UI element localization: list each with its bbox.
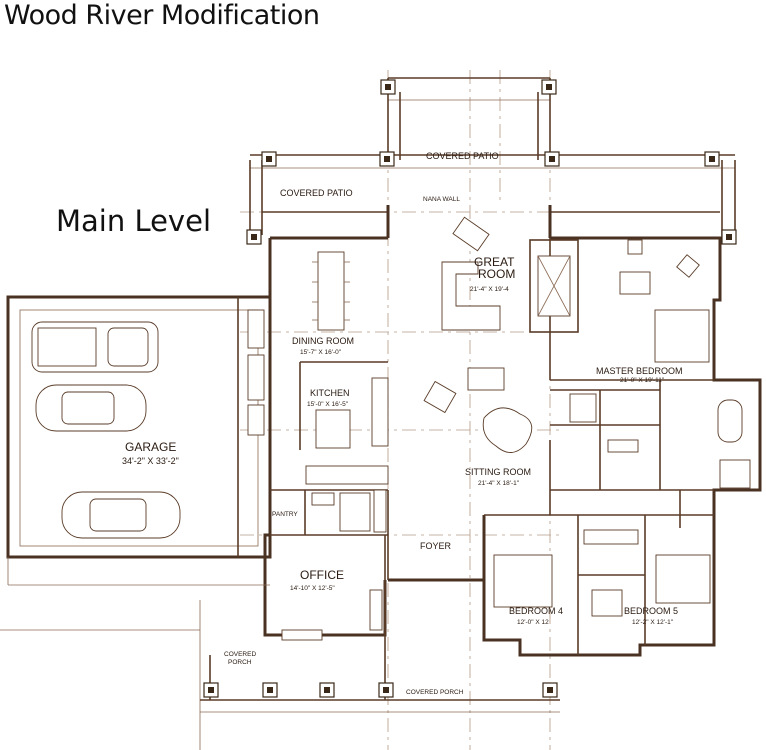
posts xyxy=(203,79,737,698)
dims-garage: 34'-2" X 33'-2" xyxy=(122,456,179,466)
pantry-bath-fixtures xyxy=(311,489,387,533)
label-bedroom-5: BEDROOM 5 xyxy=(624,606,678,616)
grid-lines xyxy=(240,70,560,750)
label-bedroom-4: BEDROOM 4 xyxy=(509,606,563,616)
dining-table xyxy=(312,251,350,331)
label-foyer: FOYER xyxy=(420,541,452,551)
sedan-car xyxy=(35,384,147,432)
label-kitchen: KITCHEN xyxy=(310,388,350,398)
label-covered-porch-left-1: COVERED xyxy=(224,651,256,658)
dims-bedroom-5: 12'-2" X 12'-1" xyxy=(632,619,674,626)
pickup-truck xyxy=(31,321,159,373)
dims-great-room: 21'-4" X 19'-4 xyxy=(470,286,509,293)
label-great-room-2: ROOM xyxy=(478,267,515,281)
plan-title: Wood River Modification xyxy=(4,0,320,31)
dims-dining-room: 15'-7" X 16'-0" xyxy=(300,349,342,356)
dims-office: 14'-10" X 12'-5" xyxy=(290,585,335,592)
label-garage: GARAGE xyxy=(125,440,176,454)
master-bedroom-furniture xyxy=(569,239,751,489)
kitchen-fixtures xyxy=(247,309,389,485)
garage-structure xyxy=(0,295,272,750)
label-nana-wall: NANA WALL xyxy=(423,196,460,203)
label-covered-patio-top: COVERED PATIO xyxy=(426,151,499,161)
great-room-fireplace xyxy=(529,239,579,333)
label-great-room-1: GREAT xyxy=(474,255,515,269)
interior-walls xyxy=(270,238,714,655)
label-dining-room: DINING ROOM xyxy=(292,336,354,346)
great-room-sofa xyxy=(423,216,533,453)
label-pantry: PANTRY xyxy=(272,511,298,518)
office-desk xyxy=(281,589,383,641)
bottom-porch xyxy=(200,635,560,713)
dims-bedroom-4: 12'-0" X 12 xyxy=(517,619,549,626)
dims-kitchen: 15'-0" X 16'-5" xyxy=(307,401,349,408)
label-office: OFFICE xyxy=(300,568,344,582)
label-covered-patio-left: COVERED PATIO xyxy=(280,188,353,198)
dims-sitting-room: 21'-4" X 18'-1" xyxy=(478,480,520,487)
dims-master-bedroom: 21'-0" X 19'-11" xyxy=(620,377,665,384)
label-sitting-room: SITTING ROOM xyxy=(465,467,531,477)
label-covered-porch-bottom: COVERED PORCH xyxy=(406,689,464,696)
label-master-bedroom: MASTER BEDROOM xyxy=(596,366,683,376)
sedan-car-2 xyxy=(61,491,181,539)
level-label: Main Level xyxy=(56,204,211,238)
bedroom-beds xyxy=(493,529,711,617)
label-covered-porch-left-2: PORCH xyxy=(228,659,252,666)
